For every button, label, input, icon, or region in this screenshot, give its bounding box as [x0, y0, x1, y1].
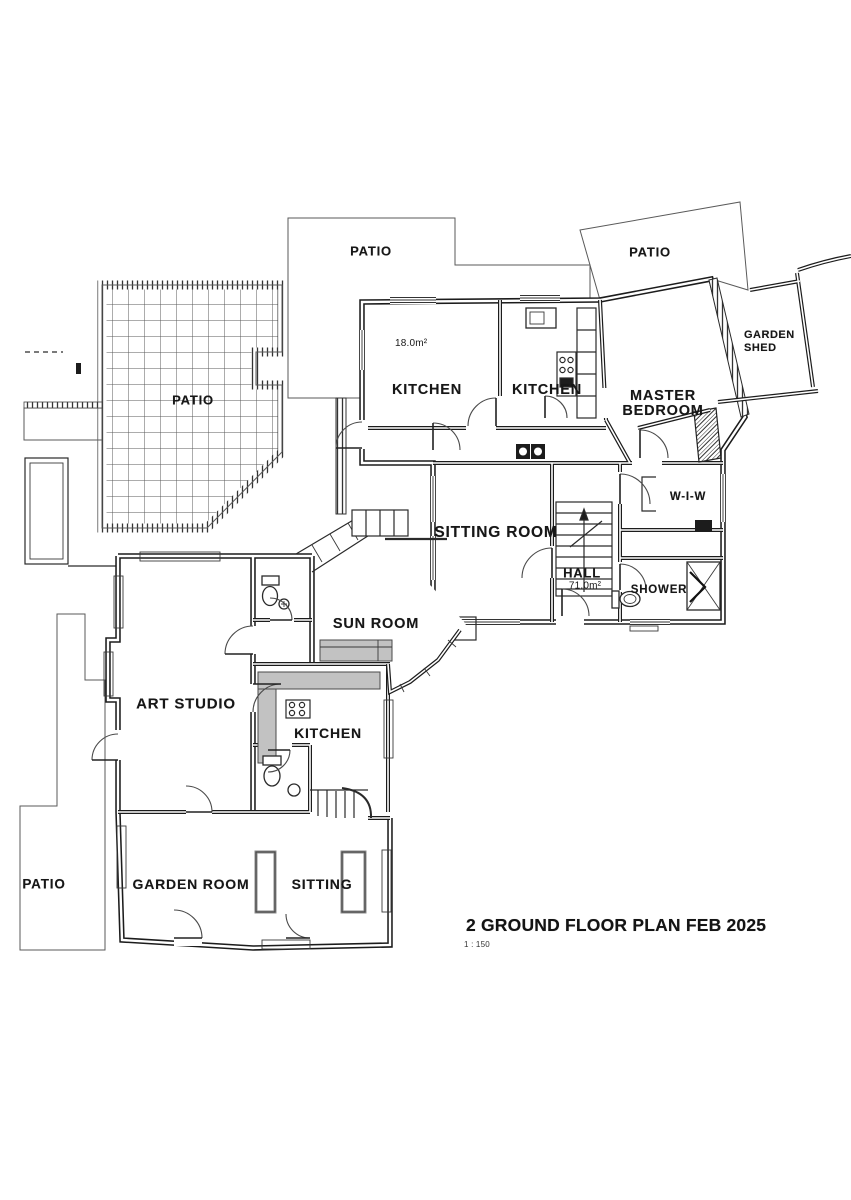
bench-fixture: [319, 639, 393, 662]
patio-bottom-paving: [19, 613, 106, 951]
staircase-upper: [555, 501, 613, 597]
room-label-master-bedroom-1: MASTER: [629, 388, 697, 404]
kitchen-units-column: [576, 307, 597, 419]
patio-areas: [19, 201, 749, 951]
garden-shed-structure: [717, 272, 819, 404]
room-label-hall: HALL: [563, 565, 601, 581]
cooktop-fixture: [285, 699, 311, 719]
room-label-art-studio: ART STUDIO: [136, 695, 236, 713]
room-label-garden-shed-1: GARDEN: [744, 329, 795, 341]
room-label-patio-bottom: PATIO: [22, 876, 66, 892]
garden-elements: [24, 254, 851, 567]
lower-house: [91, 509, 466, 951]
room-label-kitchen-rear: KITCHEN: [511, 382, 583, 398]
kitchen-counter-lower: [257, 671, 381, 764]
room-label-garden-room: GARDEN ROOM: [132, 876, 250, 892]
area-value-hall: 71.0m²: [568, 580, 602, 592]
room-label-sitting-room: SITTING ROOM: [434, 524, 558, 541]
area-value-kitchen: 18.0m²: [395, 338, 428, 349]
staircase-lower: [310, 787, 373, 819]
outside-steps: [351, 509, 447, 541]
patio-right-paving: [579, 201, 749, 301]
plan-scale: 1 : 150: [464, 940, 490, 949]
door-swings-lower: [91, 597, 311, 939]
room-label-garden-shed-2: SHED: [744, 342, 777, 354]
shower-cubicle: [686, 561, 721, 611]
plan-title: 2 GROUND FLOOR PLAN FEB 2025: [466, 915, 767, 935]
room-label-master-bedroom-2: BEDROOM: [622, 403, 704, 419]
room-label-sitting-lower: SITTING: [291, 876, 353, 892]
toilet-fixture-upper: [611, 590, 641, 609]
washer-dryer-fixtures: [516, 444, 545, 459]
room-label-kitchen-lower: KITCHEN: [294, 725, 362, 741]
sofa-fixtures: [254, 850, 367, 914]
sink-fixture-upper: [525, 307, 557, 329]
room-label-patio-right: PATIO: [629, 244, 671, 260]
room-label-sun-room: SUN ROOM: [332, 616, 420, 632]
room-label-shower: SHOWER: [630, 584, 688, 596]
oven-stack: [556, 351, 577, 397]
room-label-patio-left: PATIO: [172, 392, 214, 408]
glazed-link: [295, 515, 375, 573]
room-label-wiw: W-I-W: [669, 491, 707, 503]
door-swings-upper: [335, 395, 669, 617]
room-label-kitchen-main: KITCHEN: [391, 382, 463, 398]
sun-room-wall: [386, 628, 462, 696]
upper-house: [335, 275, 750, 641]
room-label-patio-top: PATIO: [350, 243, 392, 259]
wardrobe-rail: [641, 476, 656, 512]
